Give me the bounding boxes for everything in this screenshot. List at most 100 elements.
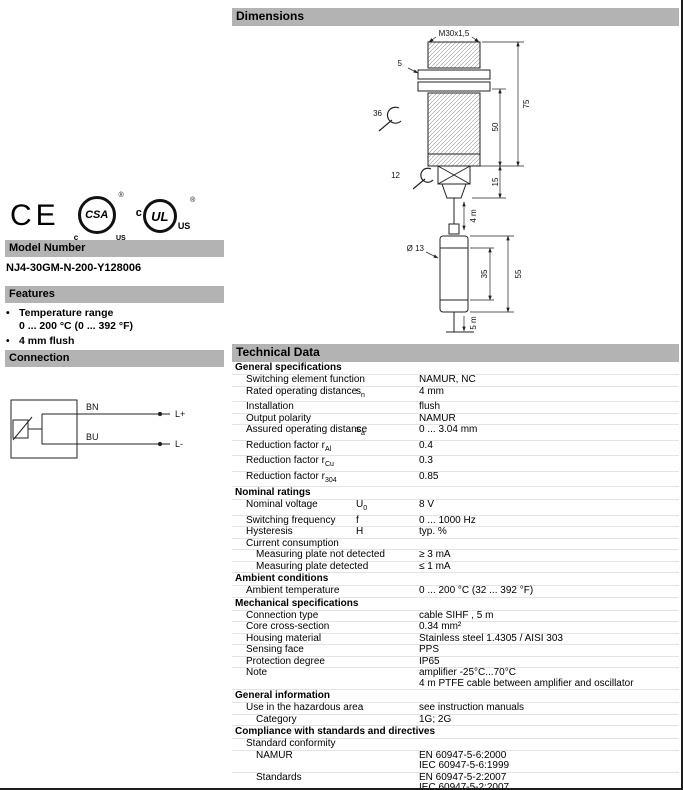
table-row: Core cross-section 0.34 mm²	[232, 621, 679, 634]
spec-value: 0.3	[419, 455, 433, 466]
table-row: Measuring plate detected≤ 1 mA	[232, 560, 679, 573]
spec-value: 0.4	[419, 439, 433, 451]
spec-label: Measuring plate not detected	[256, 549, 385, 560]
wire-label-bn: BN	[86, 402, 99, 412]
ce-logo: CE	[10, 199, 60, 232]
spec-label: Installation	[246, 401, 294, 412]
spec-value: 1G; 2G	[419, 713, 452, 725]
spec-label: Core cross-section	[246, 621, 330, 632]
spec-value: 0 ... 3.04 mm	[419, 424, 478, 435]
dim-label-wrench36: 36	[373, 109, 382, 118]
spec-value: typ. %	[419, 526, 447, 537]
table-section-header: General specifications	[232, 362, 679, 375]
bullet-icon: •	[6, 307, 10, 319]
table-row: Connection type cable SIHF , 5 m	[232, 609, 679, 622]
dim-label-wrench12: 12	[391, 171, 400, 180]
table-row: Reduction factor rAl 0.4	[232, 439, 679, 456]
spec-value: EN 60947-5-6:2000 IEC 60947-5-6:1999	[419, 749, 510, 771]
table-row: Note amplifier -25°C...70°C 4 m PTFE cabl…	[232, 667, 679, 690]
spec-label: Reduction factor rAl	[246, 439, 332, 453]
spec-value: flush	[419, 401, 441, 412]
dim-label-nut: 5	[398, 59, 403, 68]
csa-canada-mark: c	[73, 233, 79, 242]
csa-logo-circle: CSA	[77, 196, 116, 234]
spec-value: 0.85	[419, 470, 439, 482]
ul-logo-circle: UL	[142, 199, 177, 233]
spec-value: NAMUR	[419, 412, 456, 424]
spec-label: Use in the hazardous area	[246, 702, 364, 713]
table-row: Housing material Stainless steel 1.4305 /…	[232, 632, 679, 645]
features-list: • Temperature range 0 ... 200 °C (0 ... …	[6, 307, 220, 350]
dimensions-header: Dimensions	[232, 8, 679, 26]
feature-text: 4 mm flush	[19, 335, 75, 347]
spec-symbol: f	[356, 514, 359, 526]
spec-label: Standards	[256, 771, 302, 783]
table-section-header: Ambient conditions	[232, 573, 679, 586]
terminal-label-lplus: L+	[175, 409, 185, 419]
spec-label: Connection type	[246, 609, 319, 621]
csa-logo: CSA ® c US	[74, 192, 126, 242]
wire-label-bu: BU	[86, 432, 99, 442]
registered-mark-icon: ®	[190, 197, 196, 204]
csa-us-mark: US	[115, 235, 126, 242]
spec-value: see instruction manuals	[419, 702, 525, 713]
model-number-value: NJ4-30GM-N-200-Y128006	[6, 262, 142, 274]
dim-label-15: 15	[491, 177, 500, 186]
wrench-icon	[420, 167, 434, 183]
dimension-drawing: M30x1,5 5 36 50 75 12 15 4 m Ø 13 35 55 …	[373, 29, 531, 333]
spec-value: PPS	[419, 644, 440, 655]
spec-label: Protection degree	[246, 655, 325, 667]
spec-label: Measuring plate detected	[256, 560, 369, 572]
spec-value: 0.34 mm²	[419, 621, 462, 632]
spec-value: EN 60947-5-2:2007 IEC 60947-5-2:2007	[419, 771, 510, 790]
spec-value: 0 ... 200 °C (32 ... 392 °F)	[419, 585, 534, 596]
spec-label: Rated operating distance	[246, 385, 358, 397]
spec-label: Reduction factor r304	[246, 470, 337, 484]
table-row: Category 1G; 2G	[232, 713, 679, 726]
spec-label: Category	[256, 713, 297, 725]
features-header: Features	[5, 286, 224, 303]
table-row: Reduction factor r304 0.85	[232, 470, 679, 487]
dim-label-5m: 5 m	[469, 316, 478, 330]
spec-symbol: sn	[356, 385, 365, 399]
connection-header: Connection	[5, 350, 224, 367]
spec-label: Current consumption	[246, 537, 339, 549]
terminal-label-lminus: L-	[175, 439, 183, 449]
model-number-header: Model Number	[5, 240, 224, 257]
ul-logo: c UL US ®	[135, 197, 195, 233]
spec-value: amplifier -25°C...70°C 4 m PTFE cable be…	[419, 667, 634, 689]
table-row: Standards EN 60947-5-2:2007 IEC 60947-5-2…	[232, 771, 679, 790]
spec-value: cable SIHF , 5 m	[419, 609, 494, 621]
bullet-icon: •	[6, 335, 10, 347]
table-section-header: Nominal ratings	[232, 487, 679, 500]
dim-label-75: 75	[522, 99, 531, 108]
spec-value: 4 mm	[419, 385, 444, 397]
right-column: Dimensions	[232, 0, 679, 790]
spec-label: Sensing face	[246, 644, 304, 655]
ul-canada-mark: c	[135, 207, 142, 219]
feature-item: • 4 mm flush	[6, 335, 220, 348]
spec-label: Housing material	[246, 632, 322, 644]
spec-label: Nominal voltage	[246, 499, 318, 510]
table-section-header: General information	[232, 690, 679, 703]
spec-label: Reduction factor rCu	[246, 455, 334, 468]
table-section-header: Mechanical specifications	[232, 598, 679, 611]
dim-label-35: 35	[480, 269, 489, 278]
table-row: Reduction factor rCu 0.3	[232, 455, 679, 472]
spec-value: 0 ... 1000 Hz	[419, 514, 476, 526]
connection-diagram: BN BU L+ L-	[10, 399, 185, 459]
spec-value: Stainless steel 1.4305 / AISI 303	[419, 632, 563, 644]
spec-label: Standard conformity	[246, 738, 336, 749]
table-row: Standard conformity	[232, 738, 679, 751]
spec-symbol: sa	[356, 424, 365, 437]
spec-value: ≥ 3 mA	[419, 549, 451, 560]
spec-label: Note	[246, 667, 268, 678]
registered-mark-icon: ®	[118, 192, 124, 199]
